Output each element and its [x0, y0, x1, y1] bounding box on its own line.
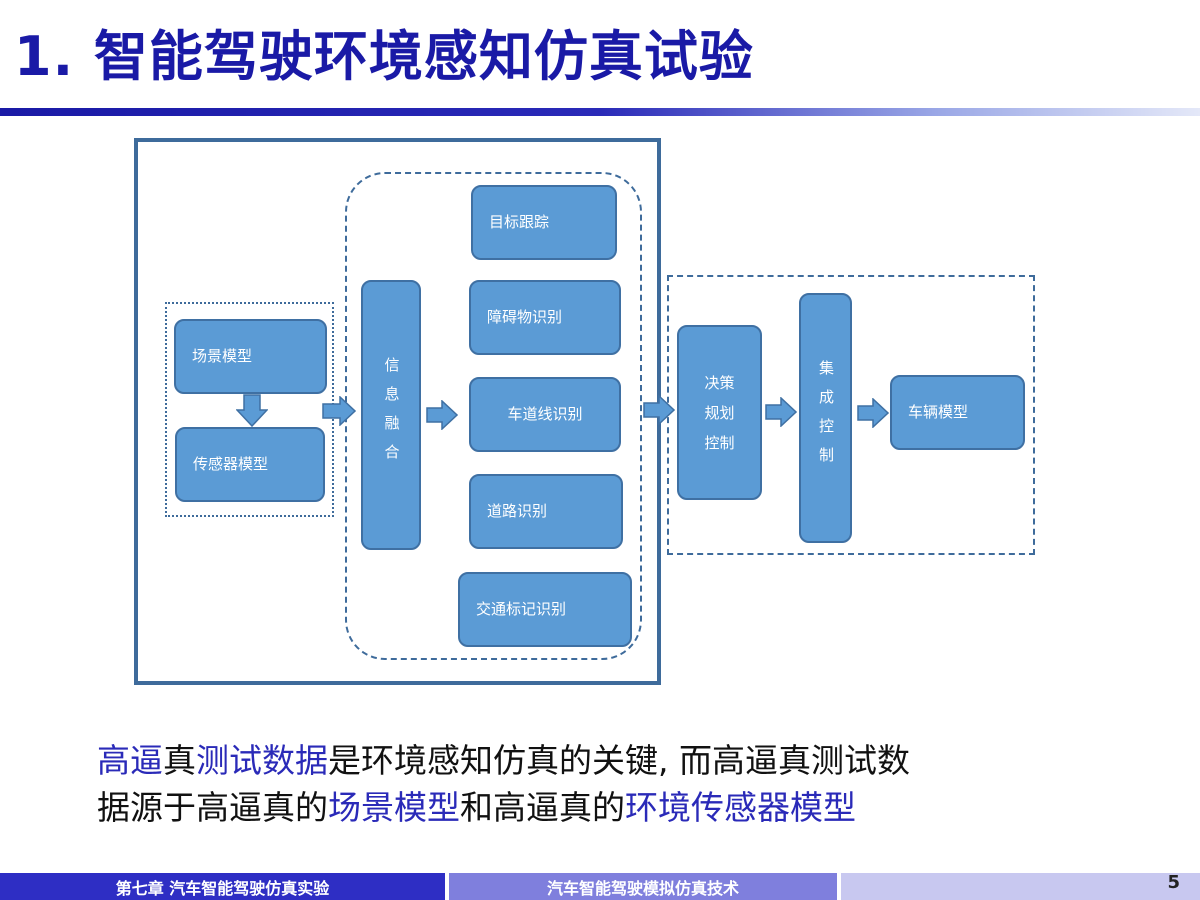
node-traffic-sign-recognition: 交通标记识别 — [458, 572, 632, 647]
decision-line-2: 规划 — [704, 403, 735, 422]
body-text-run: 的关键 — [559, 741, 658, 780]
body-text-run: 环境传 — [625, 788, 724, 827]
node-integrated-control: 集成控制 — [799, 293, 852, 543]
body-text-run: 据源于高逼 — [97, 788, 262, 827]
footer-chapter: 第七章 汽车智能驾驶仿真实验 — [0, 873, 447, 900]
decision-line-1: 决策 — [704, 373, 735, 392]
node-scene-model: 场景模型 — [174, 319, 327, 394]
body-text-run: 真 — [777, 741, 811, 780]
body-text-run: 测试数 — [810, 741, 910, 780]
body-text-run: 高逼 — [97, 741, 163, 780]
body-text-run: 境感知仿 — [394, 741, 526, 780]
body-line-2: 据源于高逼真的场景模型和高逼真的环境传感器模型 — [97, 784, 1107, 831]
decision-line-3: 控制 — [704, 433, 735, 452]
node-road-recognition: 道路识别 — [469, 474, 623, 549]
body-text-run: 的 — [592, 788, 625, 827]
footer-blank — [841, 873, 1200, 900]
body-text-run: 真 — [526, 741, 559, 780]
body-text-run: 感器模型 — [724, 788, 856, 827]
body-text-run: , 而高逼 — [658, 741, 778, 780]
node-lane-recognition: 车道线识别 — [469, 377, 621, 452]
arrow-control-to-vehicle — [857, 398, 889, 428]
node-sensor-model: 传感器模型 — [175, 427, 325, 502]
arrow-fusion-to-recognition — [426, 400, 458, 430]
body-text-run: 真 — [262, 788, 295, 827]
node-decision-planning-control: 决策 规划 控制 — [677, 325, 762, 500]
body-text-run: 的 — [295, 788, 328, 827]
body-text-run: 场景模型 — [328, 788, 460, 827]
arrow-sensors-to-fusion — [322, 396, 356, 426]
arrow-scene-to-sensor — [236, 394, 268, 427]
page-number: 5 — [1167, 872, 1180, 893]
node-info-fusion: 信息融合 — [361, 280, 421, 550]
body-text-run: 测试数据 — [196, 741, 328, 780]
footer-bar: 第七章 汽车智能驾驶仿真实验 汽车智能驾驶模拟仿真技术 — [0, 873, 1200, 900]
footer-course: 汽车智能驾驶模拟仿真技术 — [449, 873, 839, 900]
page-title: 1. 智能驾驶环境感知仿真试验 — [14, 25, 754, 88]
body-text-run: 环 — [361, 741, 394, 780]
title-underline — [0, 108, 1200, 116]
arrow-decision-to-integrated-control — [765, 397, 797, 427]
body-text-run: 和高逼 — [460, 788, 559, 827]
body-text-run: 真 — [559, 788, 592, 827]
body-text-run: 真 — [163, 741, 196, 780]
body-text-run: 是 — [328, 741, 361, 780]
body-paragraph: 高逼真测试数据是环境感知仿真的关键, 而高逼真测试数 据源于高逼真的场景模型和高… — [97, 737, 1107, 831]
body-line-1: 高逼真测试数据是环境感知仿真的关键, 而高逼真测试数 — [97, 737, 1107, 784]
node-obstacle-recognition: 障碍物识别 — [469, 280, 621, 355]
node-target-tracking: 目标跟踪 — [471, 185, 617, 260]
node-vehicle-model: 车辆模型 — [890, 375, 1025, 450]
arrow-perception-to-decision — [643, 395, 675, 425]
